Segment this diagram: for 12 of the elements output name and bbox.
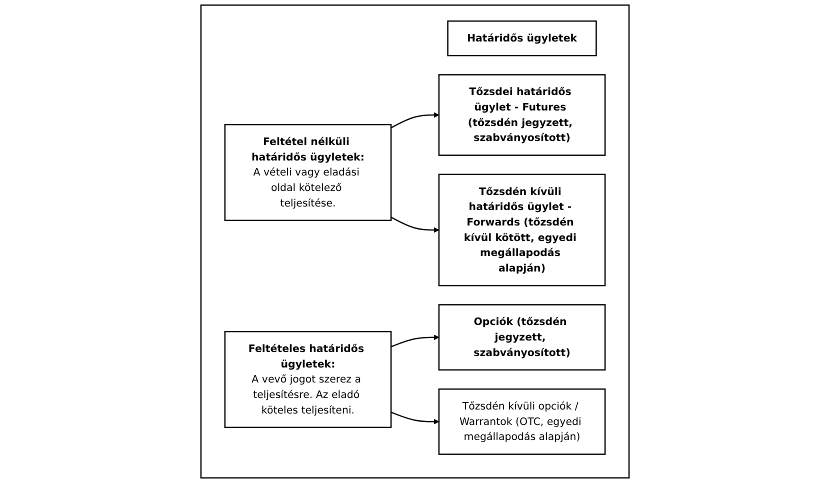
node-box: Feltételes határidős ügyletek: A vevő jogot szerez a teljesítésre. Az eladó köteles teljesíteni. [224, 330, 392, 428]
node-box: Tőzsdei határidős ügylet - Futures (tőzsdén jegyzett, szabványosított) [438, 74, 606, 156]
node-box: Tőzsdén kívüli opciók / Warrantok (OTC, egyedi megállapodás alapján) [438, 388, 606, 455]
node-box: Határidős ügyletek [446, 20, 596, 56]
arrow [390, 412, 439, 424]
node-box: Feltétel nélküli határidős ügyletek: A vételi vagy eladási oldal kötelező teljesítése. [224, 124, 392, 222]
node-box: Opciók (tőzsdén jegyzett, szabványosított) [438, 304, 606, 371]
arrow [390, 334, 439, 348]
arrow [390, 112, 439, 128]
node-box: Tőzsdén kívüli határidős ügylet - Forwards (tőzsdén kívül kötött, egyedi megállapodás alapján) [438, 174, 606, 286]
arrow [390, 216, 439, 233]
cluster [200, 4, 630, 479]
